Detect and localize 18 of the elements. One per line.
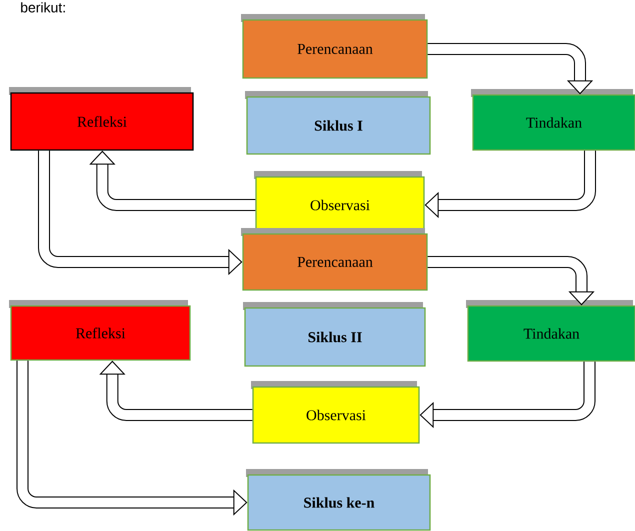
cycle-box: Siklus ke-n — [246, 469, 431, 531]
caption-text: berikut: — [21, 2, 65, 12]
block-arrow — [99, 360, 252, 421]
block-arrow — [428, 43, 594, 94]
block-arrow — [420, 362, 596, 428]
process-box: Observasi — [254, 171, 425, 234]
block-arrow — [424, 150, 596, 218]
block-arrow — [89, 150, 256, 211]
process-box: Tindakan — [466, 300, 635, 362]
process-box: Refleksi — [9, 87, 194, 151]
cycle-box: Siklus I — [245, 91, 431, 155]
process-box: Tindakan — [471, 89, 635, 151]
process-box: Perencanaan — [241, 228, 428, 291]
cycle-box: Siklus II — [243, 302, 426, 367]
block-arrow — [428, 256, 595, 306]
process-box: Perencanaan — [241, 14, 428, 79]
process-box: Refleksi — [9, 300, 191, 361]
process-box: Observasi — [251, 381, 420, 444]
